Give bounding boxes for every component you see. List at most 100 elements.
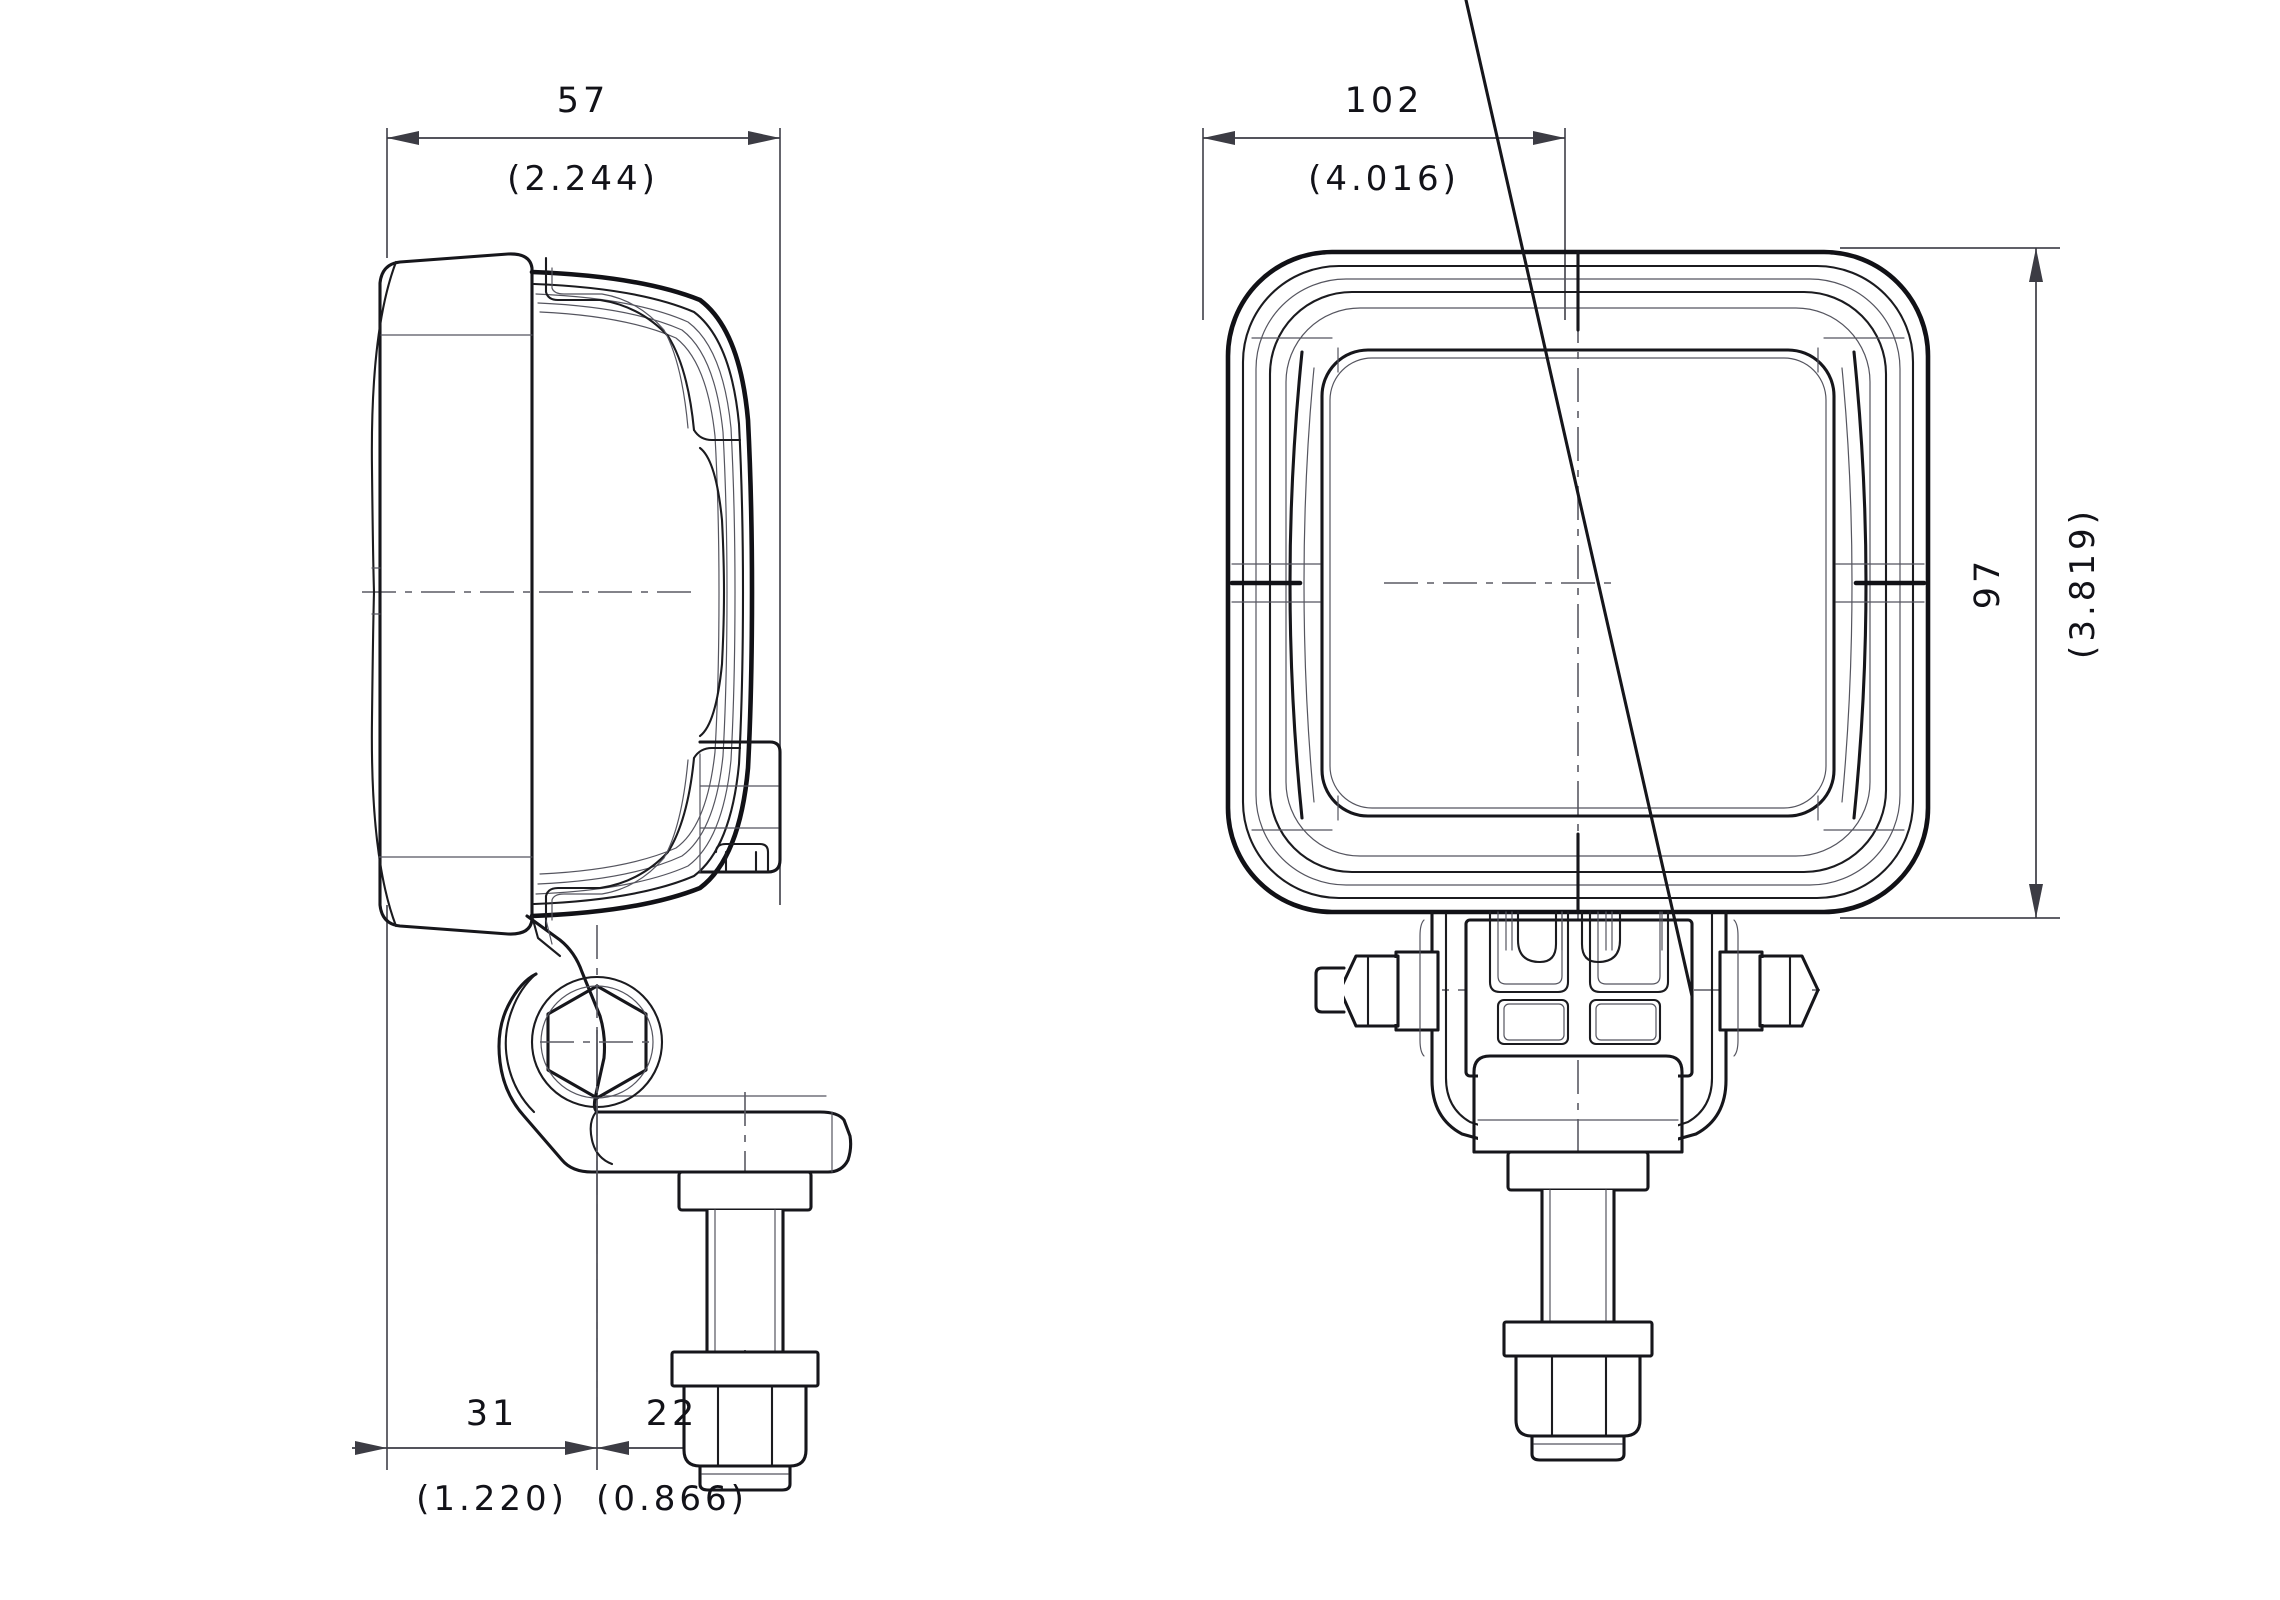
bracket-block-split — [1464, 0, 1694, 998]
housing-left-curve — [370, 260, 398, 928]
housing-back-shell — [378, 252, 534, 936]
front-washer-fill — [1504, 1322, 1652, 1356]
lock-tab-right — [1580, 910, 1622, 964]
connector-port — [698, 740, 782, 874]
pivot-left-arm-shade — [1419, 919, 1425, 1057]
pivot-left-stud-end — [1314, 966, 1346, 1014]
connector-pins — [724, 850, 758, 874]
bracket-block-fill — [1466, 920, 1692, 1076]
pivot-left-hex-nut — [1338, 954, 1400, 1028]
fin-break-upper — [692, 428, 742, 442]
dim-text-stud-offset-mm: 22 — [646, 1394, 699, 1434]
pivot-right-hex-fill — [1758, 958, 1812, 1024]
dim-text-front-height-mm: 97 — [1968, 557, 2008, 610]
slot-upper-right — [1588, 910, 1670, 994]
dim-text-stud-offset-inch: (0.866) — [596, 1479, 748, 1519]
arrow-right — [1533, 131, 1565, 145]
dim-text-front-height-inch: (3.819) — [2063, 507, 2103, 659]
lens-bezel-front — [1320, 348, 1836, 818]
pivot-bolt-right — [1718, 919, 1820, 1057]
bezel-ring-5 — [539, 311, 720, 875]
dim-text-front-width-mm: 102 — [1345, 81, 1424, 121]
front-stud-thread-tip — [1530, 1434, 1626, 1462]
dim-text-side-depth-inch: (2.244) — [507, 159, 659, 199]
front-view — [1225, 0, 1931, 1462]
slot-upper-left — [1488, 910, 1570, 994]
left-rib-detail-lines — [1231, 337, 1339, 831]
dim-text-bracket-offset-inch: (1.220) — [416, 1479, 568, 1519]
rib-right-inner — [1841, 367, 1853, 803]
dim-text-side-depth-mm: 57 — [557, 81, 610, 121]
bezel-ring-4 — [537, 302, 728, 885]
front-nut-fill — [1516, 1356, 1640, 1436]
front-shaft-fill — [1542, 1190, 1614, 1322]
lamp-housing — [370, 252, 534, 936]
pivot-left-stub-fill — [1316, 968, 1344, 1012]
mounting-stud-assembly-side — [670, 1092, 820, 1492]
bracket-pivot-boss — [504, 972, 538, 1114]
lens-bezel — [529, 256, 755, 932]
arrow-22-left — [597, 1441, 629, 1455]
arrow-top — [2029, 248, 2043, 282]
bezel-ring-2 — [532, 282, 745, 906]
bezel-outer-edge — [529, 269, 755, 919]
stud-shaft-fill — [707, 1210, 783, 1350]
arrow-right — [748, 131, 780, 145]
mounting-bracket — [497, 914, 853, 1430]
bracket-outline — [497, 914, 853, 1174]
bracket-hinge-line — [545, 919, 553, 945]
slot-upper-right-inner — [1597, 911, 1661, 985]
nut-facet-lines — [716, 1384, 774, 1468]
mounting-bracket-front — [1314, 0, 1820, 1154]
cooling-fins — [692, 428, 742, 760]
lamp-housing-front — [1225, 249, 1931, 915]
arrow-31-left-out — [355, 1441, 387, 1455]
stud-thread-tip — [698, 1464, 792, 1492]
lens-recess-lower — [544, 756, 696, 932]
stud-collar-fill — [679, 1172, 811, 1210]
fin-break-lower — [692, 746, 742, 760]
front-collar-fill — [1508, 1152, 1648, 1190]
window-right-inner — [1595, 1003, 1657, 1041]
pivot-left-fill — [1396, 952, 1438, 1030]
lock-tab-left — [1516, 910, 1558, 964]
bezel-ring-3 — [535, 293, 736, 895]
dimension-front-height — [1840, 247, 2060, 919]
bracket-windows-lower — [1496, 998, 1662, 1046]
pivot-left-hex-fill — [1340, 958, 1400, 1024]
dim-text-bracket-offset-mm: 31 — [466, 1394, 519, 1434]
pivot-right-hex-nut — [1758, 954, 1820, 1028]
fin-center-rib — [698, 446, 726, 738]
nut-fill — [684, 1386, 806, 1466]
lens-aperture-inner — [1329, 357, 1827, 809]
slot-upper-left-inner — [1497, 911, 1563, 985]
lens-recess-lower-inner — [551, 759, 689, 921]
bracket-plate-left-fillet — [589, 1110, 614, 1166]
pivot-right-arm-shade — [1733, 919, 1739, 1057]
dimension-front-width — [1202, 128, 1566, 320]
housing-centerline-ticks — [1229, 250, 1927, 914]
window-right — [1588, 998, 1662, 1046]
rib-left-inner — [1303, 367, 1315, 803]
bracket-adjust-slots-upper — [1488, 910, 1670, 994]
pivot-right-fill — [1720, 952, 1762, 1030]
lens-recess-upper — [544, 256, 696, 432]
connector-body — [698, 740, 782, 874]
dim-text-front-width-inch: (4.016) — [1308, 159, 1460, 199]
right-rib-detail-lines — [1817, 337, 1925, 831]
lens-recess-upper-inner — [551, 267, 689, 429]
pivot-hex-bolt — [530, 925, 664, 1430]
connector-keyway — [714, 842, 770, 874]
window-left — [1496, 998, 1570, 1046]
mounting-stud-assembly-front — [1502, 1060, 1654, 1462]
thread-tip-fill — [700, 1466, 790, 1490]
arrow-bottom — [2029, 884, 2043, 918]
washer-fill — [672, 1352, 818, 1386]
arrow-left — [1203, 131, 1235, 145]
window-left-inner — [1503, 1003, 1565, 1041]
arrow-31-right — [565, 1441, 597, 1455]
bracket-base-pad — [1472, 1054, 1684, 1154]
side-view — [362, 252, 853, 1492]
